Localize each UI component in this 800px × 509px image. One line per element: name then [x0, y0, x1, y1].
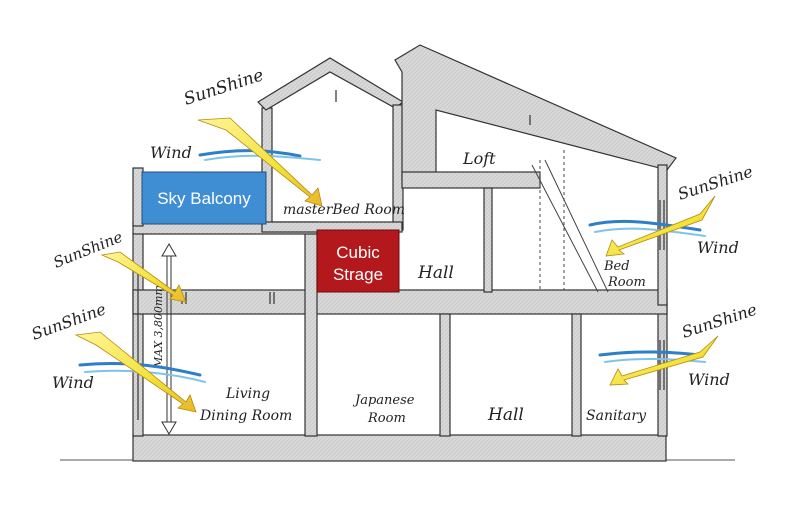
wind-top-label: Wind [150, 143, 192, 162]
cubic-storage-box [316, 229, 400, 293]
hall-upper-label: Hall [417, 263, 454, 283]
wall-hall-upper [483, 187, 493, 293]
loft-floor-slab [401, 171, 541, 189]
sun-arrow-left-mid [100, 251, 187, 303]
roof-main [394, 44, 677, 181]
loft-label: Loft [462, 149, 496, 168]
middle-floor-slab [132, 289, 668, 315]
master-bedroom-label: masterBed Room [283, 202, 405, 218]
bedroom-label-1: Bed [603, 259, 630, 274]
loft-ladder [531, 150, 609, 293]
wind-left-low-label: Wind [52, 373, 94, 392]
hall-lower-label: Hall [487, 405, 524, 425]
wind-right-lower-label: Wind [688, 370, 730, 389]
foundation [132, 434, 667, 462]
living-label-1: Living [225, 386, 270, 402]
japanese-room-label-1: Japanese [352, 393, 415, 408]
sky-balcony-box [141, 171, 267, 225]
sun-arrow-right-lower [609, 335, 719, 386]
wind-streams [78, 149, 706, 383]
wall-japanese-hall [439, 313, 451, 437]
cubic-storage-label-1: Cubic [336, 243, 380, 262]
bedroom-label-2: Room [607, 275, 646, 290]
sunshine-arrows [74, 117, 719, 413]
wall-living-japanese [304, 231, 318, 437]
cubic-storage-label-2: Strage [333, 265, 383, 284]
sunshine-top-label: SunShine [181, 65, 266, 110]
sanitary-label: Sanitary [586, 408, 647, 424]
sun-arrow-top [197, 117, 323, 207]
height-dimension-label: MAX 3,800mm [152, 285, 165, 369]
sky-balcony-label: Sky Balcony [157, 189, 251, 208]
japanese-room-label-2: Room [367, 411, 406, 426]
sunshine-left-mid-label: SunShine [51, 228, 125, 272]
wind-right-upper-label: Wind [697, 238, 739, 257]
height-dimension [161, 243, 177, 435]
living-label-2: Dining Room [199, 408, 292, 424]
sun-arrow-left-low [74, 331, 197, 413]
wall-hall-sanitary [571, 313, 582, 437]
sunshine-right-upper-label: SunShine [675, 162, 755, 204]
roof-master [257, 57, 405, 111]
sunshine-right-lower-label: SunShine [679, 300, 759, 342]
sun-arrow-right-upper [605, 195, 716, 257]
